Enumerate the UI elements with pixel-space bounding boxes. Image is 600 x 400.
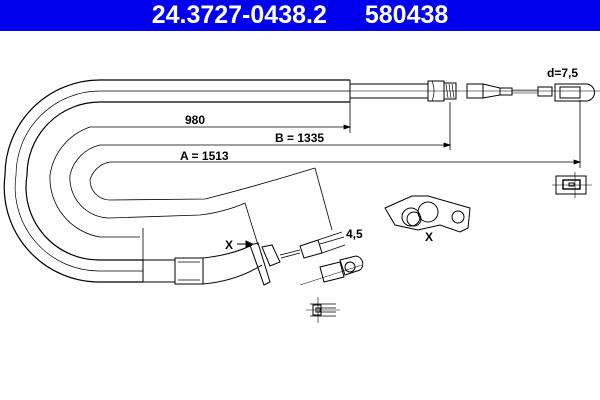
length-980-label: 980 xyxy=(185,113,205,127)
dimension-lines xyxy=(142,100,582,260)
title-bar: 24.3727-0438.2 580438 xyxy=(0,0,600,31)
length-a-label: A = 1513 xyxy=(180,149,229,163)
bracket-detail xyxy=(384,195,471,233)
pin-diameter-label: 4,5 xyxy=(346,227,363,241)
reference-number: 580438 xyxy=(364,1,449,29)
clevis-section-detail xyxy=(306,297,340,323)
cable-sheath xyxy=(3,79,351,283)
bottom-end-fitting xyxy=(142,231,346,286)
length-b-label: B = 1335 xyxy=(275,131,324,145)
end-section-detail xyxy=(552,172,592,198)
top-end-fitting xyxy=(349,80,595,102)
x-detail-label: X xyxy=(425,230,433,244)
clevis-detail xyxy=(299,255,364,286)
x-marker-label: X xyxy=(225,238,233,252)
guide-loops xyxy=(49,126,580,238)
diameter-label: d=7,5 xyxy=(547,66,578,80)
part-number: 24.3727-0438.2 xyxy=(151,1,327,29)
x-marker-arrow xyxy=(237,240,254,248)
